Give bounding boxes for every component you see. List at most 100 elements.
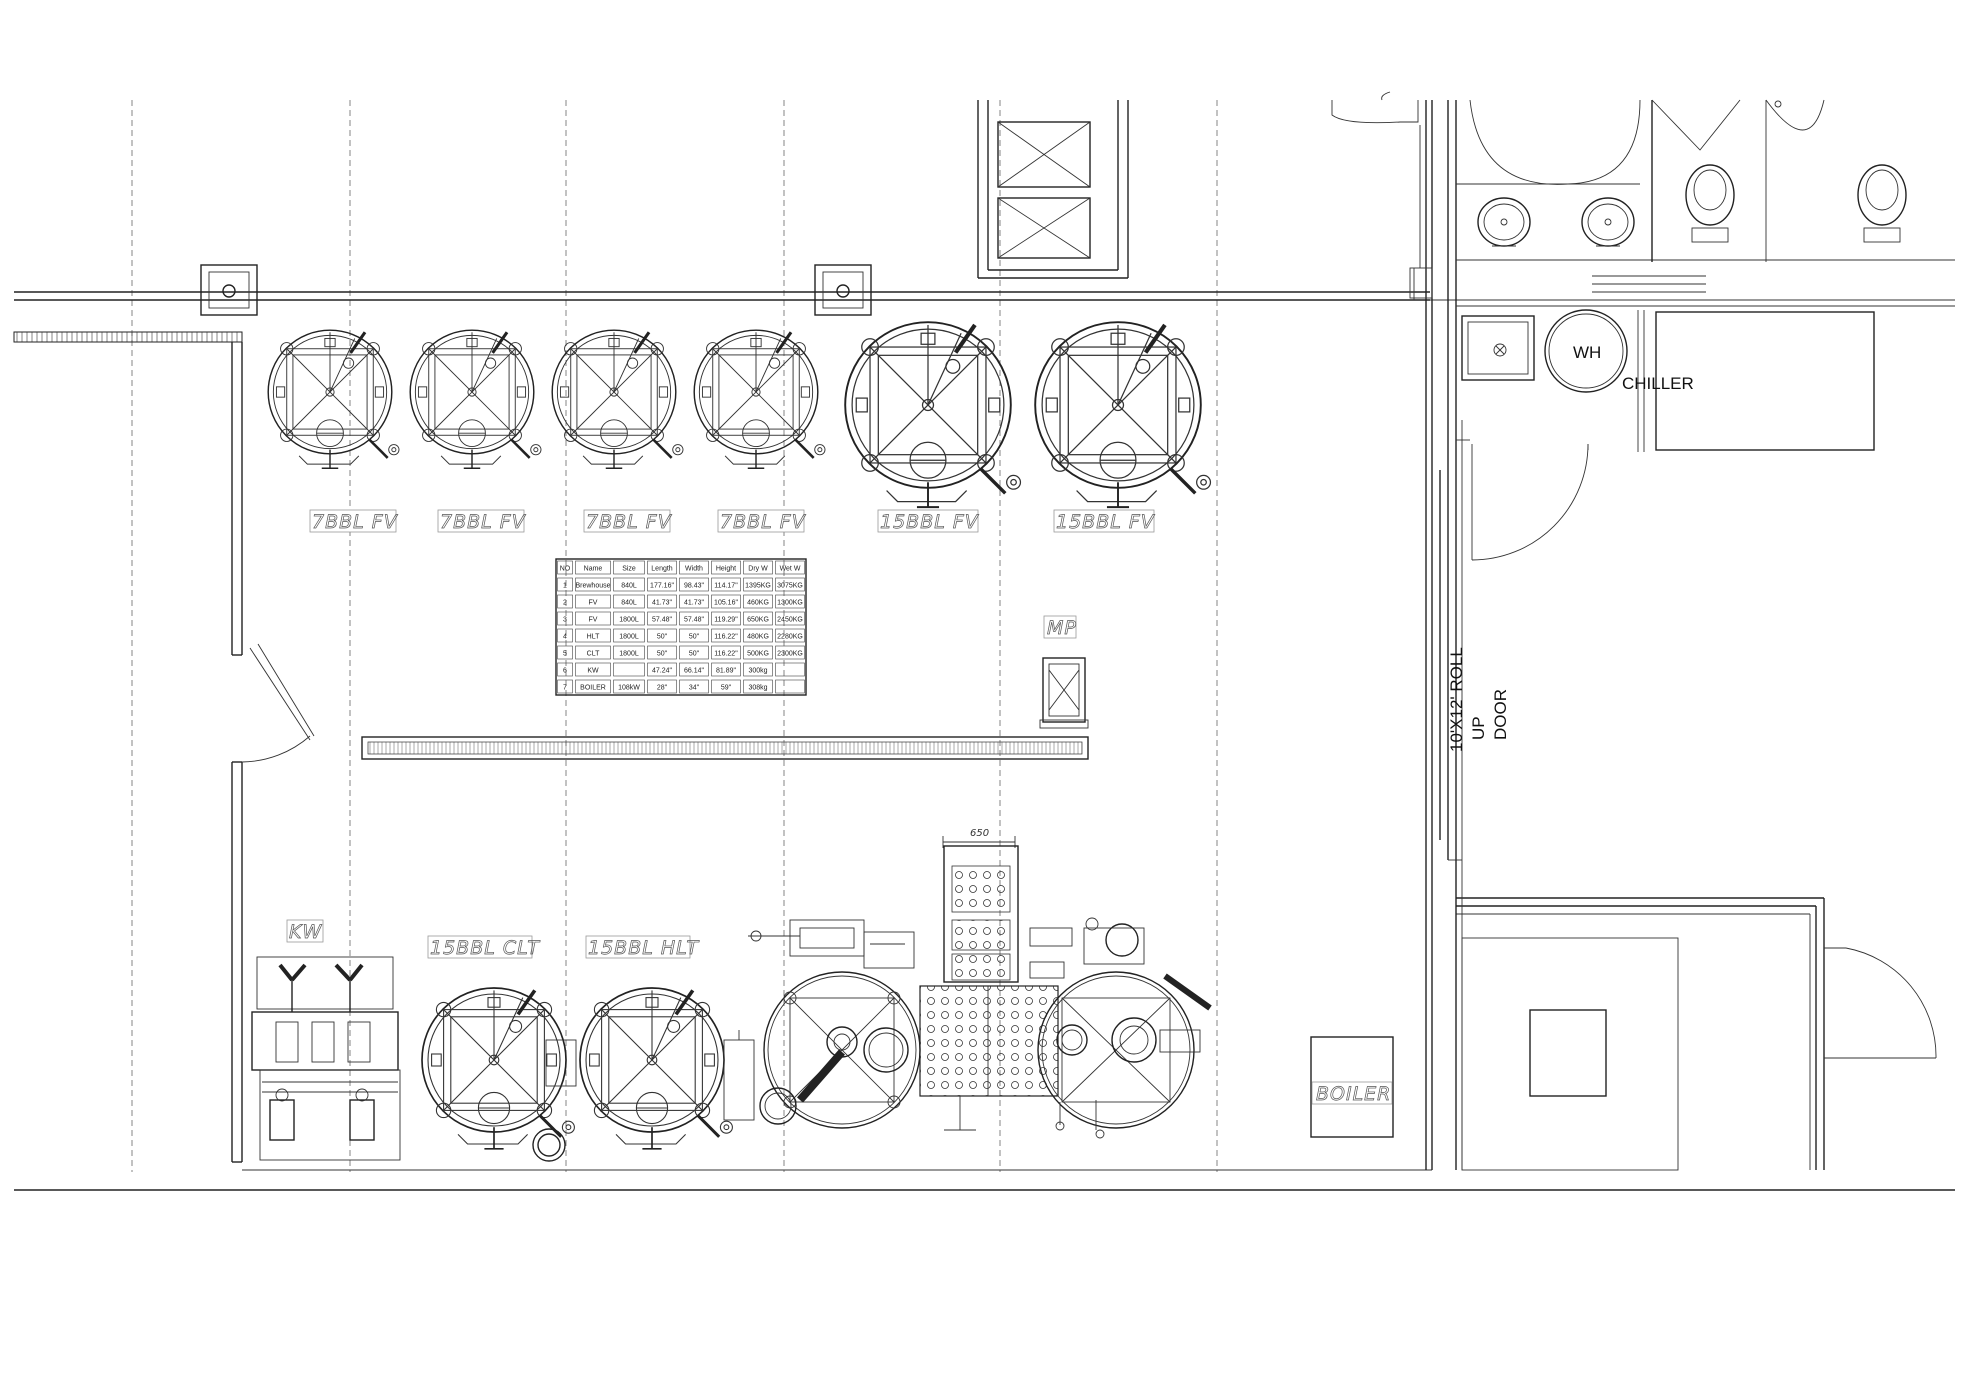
label-fv2: 7BBL FV	[440, 511, 527, 533]
table-cell-text: 3	[563, 617, 567, 624]
cold-liquor-tank	[420, 986, 577, 1162]
table-cell-text: 105.16"	[714, 600, 738, 607]
table-cell	[647, 662, 677, 677]
table-cell	[711, 662, 741, 677]
table-cell-text: 66.14"	[684, 668, 705, 675]
table-header-cell	[679, 560, 709, 575]
table-cell	[711, 679, 741, 694]
table-cell	[647, 611, 677, 626]
table-cell-text: 28"	[657, 685, 668, 692]
table-cell-text: 119.29"	[714, 617, 738, 624]
table-header-cell	[743, 560, 773, 575]
table-cell-text: 50"	[689, 651, 700, 658]
trench-drain	[361, 736, 1089, 760]
table-cell-text: 41.73"	[684, 600, 705, 607]
equipment-table-frame	[555, 558, 807, 696]
table-cell	[557, 594, 573, 609]
table-cell	[743, 679, 773, 694]
table-cell	[711, 611, 741, 626]
table-cell-text: KW	[587, 668, 599, 675]
table-cell	[575, 594, 611, 609]
label-fv3: 7BBL FV	[586, 511, 673, 533]
top-opening	[977, 100, 1129, 279]
table-cell-text: 57.48"	[652, 617, 673, 624]
table-cell-text: 3075KG	[777, 583, 803, 590]
table-cell	[743, 594, 773, 609]
table-cell-text: 7	[563, 685, 567, 692]
table-cell-text: 480KG	[747, 634, 769, 641]
table-cell	[775, 594, 805, 609]
label-fv6: 15BBL FV	[1056, 511, 1156, 533]
table-cell	[647, 594, 677, 609]
table-cell	[575, 645, 611, 660]
table-cell	[711, 628, 741, 643]
table-cell	[775, 662, 805, 677]
table-cell-text: 500KG	[747, 651, 769, 658]
table-cell	[647, 628, 677, 643]
tank-labels: 7BBL FV 7BBL FV 7BBL FV 7BBL FV 15BBL FV…	[286, 509, 1156, 959]
table-cell-text: 650KG	[747, 617, 769, 624]
table-cell-text: BOILER	[580, 685, 606, 692]
table-header-text: Wet W	[780, 566, 801, 573]
label-fv5: 15BBL FV	[880, 511, 980, 533]
table-header-cell	[647, 560, 677, 575]
table-cell-text: Brewhouse	[575, 583, 610, 590]
table-cell	[679, 577, 709, 592]
table-cell	[775, 611, 805, 626]
table-cell-text: 108kW	[618, 685, 640, 692]
table-cell	[775, 679, 805, 694]
label-clt: 15BBL CLT	[430, 937, 540, 959]
table-cell	[647, 679, 677, 694]
mash-pump	[1039, 657, 1089, 729]
table-cell	[575, 577, 611, 592]
fermenter-fv6	[1035, 322, 1210, 507]
label-door-line2: UP	[1469, 716, 1488, 740]
table-header-text: Dry W	[748, 566, 768, 573]
table-header-cell	[613, 560, 645, 575]
table-cell	[613, 628, 645, 643]
table-cell	[575, 662, 611, 677]
fermenter-fv2	[408, 328, 543, 470]
label-fv4: 7BBL FV	[720, 511, 807, 533]
table-cell	[679, 679, 709, 694]
table-cell-text: 4	[563, 634, 567, 641]
table-cell-text: 116.22"	[714, 634, 738, 641]
label-kw: KW	[289, 921, 322, 943]
table-cell-text: 460KG	[747, 600, 769, 607]
table-header-text: Name	[584, 566, 603, 573]
table-cell-text: 116.22"	[714, 651, 738, 658]
table-cell	[557, 611, 573, 626]
table-cell-text: 50"	[657, 651, 668, 658]
table-cell-text: 5	[563, 651, 567, 658]
brewhouse: 650	[748, 828, 1212, 1139]
table-cell	[775, 577, 805, 592]
table-cell	[613, 679, 645, 694]
utility-room	[1439, 305, 1955, 861]
table-cell-text: 50"	[689, 634, 700, 641]
table-header-text: Length	[651, 566, 673, 573]
table-cell	[679, 662, 709, 677]
table-cell-text: 2300KG	[777, 651, 803, 658]
chiller-outline	[1655, 311, 1875, 451]
table-cell	[679, 594, 709, 609]
table-cell-text: 1800L	[619, 651, 639, 658]
label-door-line1: 10'X12' ROLL	[1447, 647, 1466, 752]
label-mp: MP	[1047, 617, 1077, 639]
table-cell	[557, 679, 573, 694]
table-cell-text: 2	[563, 600, 567, 607]
table-cell-text: 114.17"	[714, 583, 738, 590]
table-cell-text: 1	[563, 583, 567, 590]
fermenter-fv1	[266, 328, 401, 470]
table-cell	[575, 628, 611, 643]
table-cell-text: 308kg	[748, 685, 767, 692]
table-cell	[575, 611, 611, 626]
table-cell-text: CLT	[587, 651, 600, 658]
table-cell	[679, 611, 709, 626]
fermenter-fv5	[845, 322, 1020, 507]
restrooms	[1331, 91, 1955, 860]
table-header-text: NO	[560, 566, 571, 573]
table-cell-text: 41.73"	[652, 600, 673, 607]
column-pads	[200, 264, 872, 316]
table-cell	[613, 645, 645, 660]
